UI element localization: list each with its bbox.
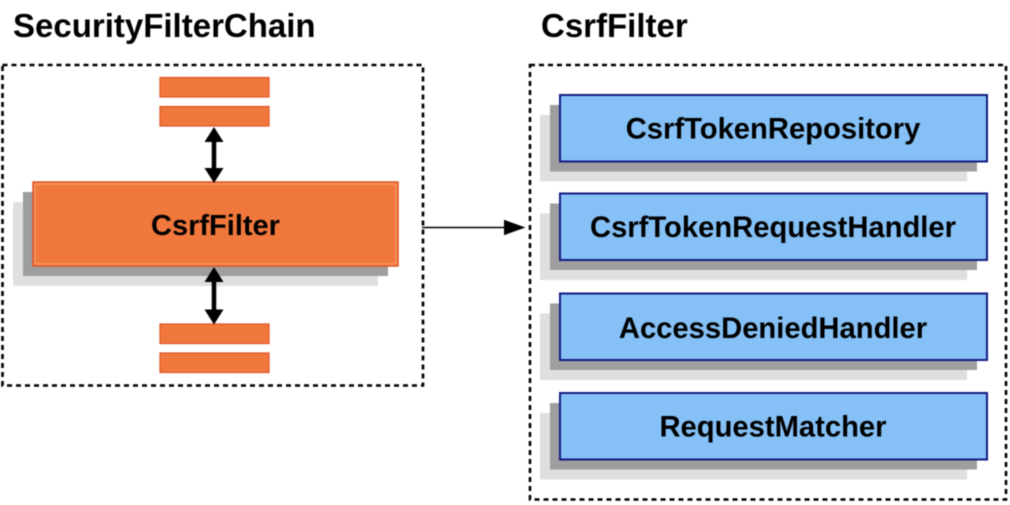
svg-text:SecurityFilterChain: SecurityFilterChain: [13, 7, 316, 44]
svg-text:CsrfFilter: CsrfFilter: [151, 210, 280, 242]
svg-text:CsrfTokenRequestHandler: CsrfTokenRequestHandler: [590, 212, 956, 244]
svg-text:AccessDeniedHandler: AccessDeniedHandler: [619, 313, 927, 345]
svg-text:CsrfTokenRepository: CsrfTokenRepository: [626, 114, 921, 146]
svg-text:CsrfFilter: CsrfFilter: [541, 7, 688, 44]
svg-text:RequestMatcher: RequestMatcher: [659, 412, 886, 444]
